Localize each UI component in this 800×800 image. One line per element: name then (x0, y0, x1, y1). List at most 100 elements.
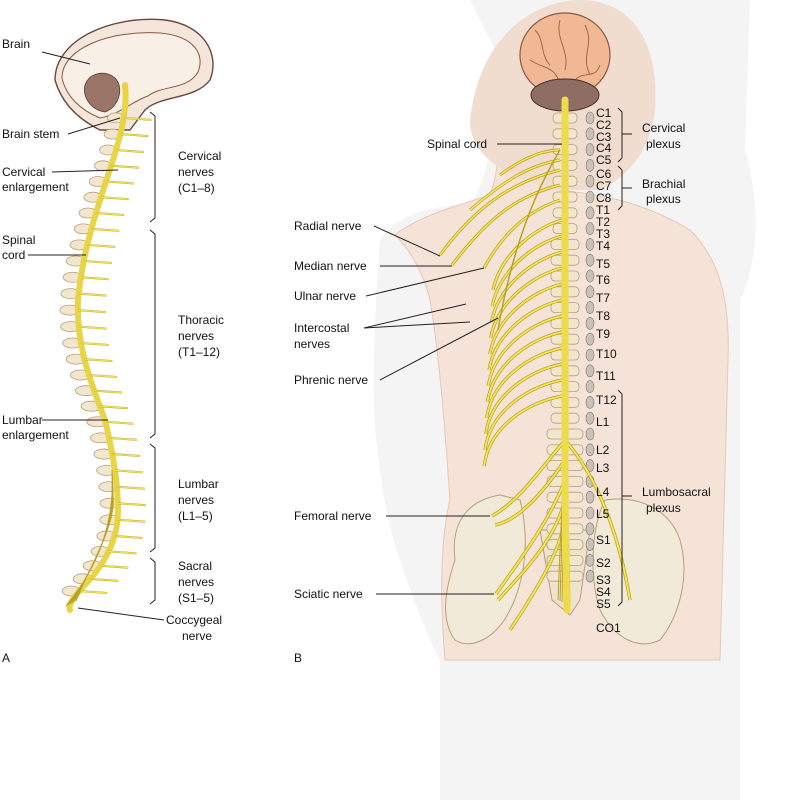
segment-label: T3 (596, 227, 610, 241)
label-median-nerve: Median nerve (294, 259, 367, 273)
dorsal-root-ganglion (585, 285, 595, 299)
segment-label: T6 (596, 273, 610, 287)
segment-label: C6 (596, 167, 612, 181)
nerve-root-a-fill (84, 358, 113, 362)
nerve-root-a-fill (80, 342, 109, 346)
segment-label: S1 (596, 533, 611, 547)
brachial-plexus-nerve-fill (483, 199, 561, 269)
nerve-root-a-fill (112, 453, 141, 457)
dorsal-root-ganglion (585, 506, 595, 520)
dorsal-root-ganglion (585, 348, 595, 362)
dorsal-root-ganglion (585, 364, 595, 378)
nerve-root-a-fill (87, 244, 116, 248)
label-spinal-cord-a: Spinal (2, 233, 35, 247)
label-radial-nerve: Radial nerve (294, 219, 362, 233)
segment-label: C8 (596, 191, 612, 205)
label-lumbar-nerves-2: nerves (178, 493, 214, 507)
nerve-root-a-fill (83, 260, 112, 264)
nerve-root-a-fill (77, 309, 106, 313)
dorsal-root-ganglion (585, 159, 595, 172)
nerve-root-a-fill (116, 486, 145, 490)
cauda-equina-strand-a (75, 489, 114, 602)
dorsal-root-ganglion (585, 174, 595, 188)
spinal-nerves-b (438, 148, 632, 631)
nerve-root-a-fill (78, 326, 107, 330)
segment-label: C5 (596, 153, 612, 167)
segment-label: T1 (596, 203, 610, 217)
panel-letter-a: A (2, 651, 10, 665)
segment-label: L2 (596, 443, 610, 457)
lumbosacral-nerve-fill (497, 499, 566, 601)
label-thoracic-nerves-2: nerves (178, 329, 214, 343)
dorsal-root-ganglion (585, 253, 595, 267)
segment-label: C3 (596, 130, 612, 144)
dorsal-root-ganglion (585, 111, 595, 125)
cerebellum-shape (84, 72, 121, 113)
label-cervical-enlargement: Cervical (2, 165, 45, 179)
dorsal-root-ganglion (585, 443, 595, 457)
dorsal-root-ganglion (585, 269, 595, 283)
segment-label: T11 (596, 369, 616, 383)
lumbosacral-nerve-fill (564, 439, 631, 601)
nerve-root-a-fill (117, 502, 146, 506)
nerve-root-a-fill (100, 196, 129, 200)
dorsal-root-ganglion (585, 238, 595, 251)
label-intercostal-nerves: Intercostal (294, 321, 349, 335)
segment-label: L4 (596, 485, 610, 499)
segment-label: T4 (596, 239, 610, 253)
dorsal-root-ganglion (585, 411, 595, 425)
segment-label: C7 (596, 179, 612, 193)
intercostal-nerve-fill (491, 235, 563, 307)
dorsal-root-ganglion (585, 206, 595, 220)
segment-label: C2 (596, 118, 612, 132)
label-brachial-plexus: Brachial (642, 177, 685, 191)
dorsal-root-ganglion (585, 380, 595, 393)
nerve-root-a-fill (78, 293, 107, 297)
lumbosacral-nerve-fill (491, 439, 566, 517)
nerve-root-a-fill (79, 590, 108, 594)
panel-a: Brain Brain stem Cervical enlargement Sp… (2, 18, 224, 665)
intercostal-nerve-fill (492, 219, 563, 291)
nerve-root-a-fill (100, 565, 129, 569)
nerve-root-a-fill (111, 165, 140, 169)
dorsal-root-ganglion (585, 538, 595, 551)
segment-label: T2 (596, 215, 610, 229)
intercostal-nerve-fill (484, 379, 563, 451)
label-lumbar-nerves-3: (L1–5) (178, 509, 213, 523)
dorsal-root-ganglion (585, 222, 595, 235)
nerve-root-a-fill (108, 550, 137, 554)
spinal-cord-b (561, 96, 571, 614)
pelvis-left (445, 494, 526, 645)
segment-label: S5 (596, 597, 611, 611)
nerve-root-a-fill (117, 519, 146, 523)
dorsal-root-ganglion (585, 143, 595, 156)
spinal-cord-a (66, 82, 129, 613)
label-lumbar-nerves: Lumbar (178, 477, 219, 491)
label-cervical-nerves: Cervical (178, 149, 221, 163)
intercostal-nerve-fill (487, 315, 563, 387)
segment-label: S4 (596, 585, 611, 599)
segment-label: T7 (596, 291, 610, 305)
nerve-root-a-fill (105, 421, 134, 425)
label-femoral-nerve: Femoral nerve (294, 509, 372, 523)
dorsal-root-ganglion (585, 427, 595, 441)
vertebral-column-a (59, 112, 125, 597)
label-sacral-nerves-2: nerves (178, 575, 214, 589)
dorsal-root-ganglion (585, 490, 595, 504)
brachial-plexus-nerve-fill (469, 159, 561, 211)
dorsal-root-ganglion (585, 190, 595, 204)
segment-label: S2 (596, 556, 611, 570)
label-brain: Brain (2, 37, 30, 51)
intercostal-nerve-fill (485, 347, 563, 419)
dorsal-root-ganglion (585, 522, 595, 536)
label-sacral-nerves-3: (S1–5) (178, 591, 214, 605)
segment-label: T9 (596, 327, 610, 341)
label-coccygeal-nerve-2: nerve (182, 629, 212, 643)
lumbosacral-nerve-fill (495, 479, 566, 595)
nerve-root-a-fill (99, 405, 128, 409)
intercostal-nerve-fill (488, 299, 563, 371)
segment-label: T8 (596, 309, 610, 323)
brachial-plexus-nerve-fill (451, 184, 561, 266)
dorsal-root-ganglion (585, 332, 595, 346)
